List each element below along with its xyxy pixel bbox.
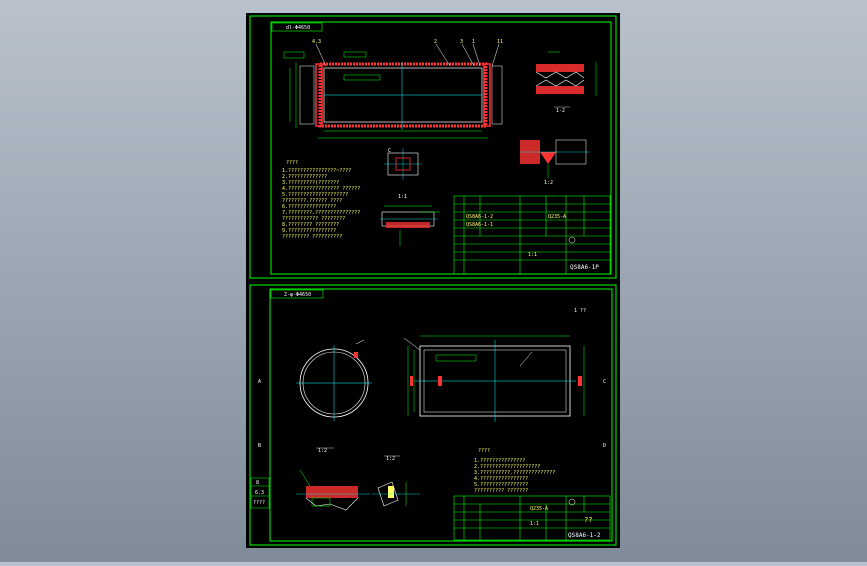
tech-line: 8.???????? ???????? — [282, 222, 339, 228]
zone-letter: A — [258, 379, 261, 385]
material-label: Q235-A — [548, 214, 566, 220]
sheet-2-material: Q235-A — [530, 506, 548, 512]
zone-letter: B — [258, 443, 261, 449]
callout-2: 2 — [434, 39, 437, 45]
sheet-1-title-block — [453, 195, 611, 275]
sheet-2-detail-label-1: 1:2 — [318, 448, 327, 454]
scale-label: 1:1 — [528, 252, 537, 258]
tech-line: 5.???????????????????? — [282, 192, 348, 198]
sheet-1-header-box — [271, 22, 323, 32]
tech-line: ????????? ?????????? — [282, 234, 342, 240]
callout-1: 1 — [472, 39, 475, 45]
detail-c-letter: C — [388, 148, 391, 154]
tech-line: 7.????????.??????????????? — [282, 210, 360, 216]
sheet-2-outer-frame — [249, 284, 617, 546]
shell-side-view — [403, 335, 585, 422]
sheet-1: dl-Φ4650 4.3 2 — [249, 15, 617, 279]
left-number: 8 — [256, 480, 259, 486]
tech-line: 4.???????????????? — [474, 476, 528, 482]
tech-line: 4.????????????????? ?????? — [282, 186, 360, 192]
detail-c-view: C 1:1 — [384, 148, 422, 200]
callout-4-3: 4.3 — [312, 39, 321, 45]
detail-label-2: 1:2 — [544, 180, 553, 186]
sheet-2-header-label: Z-φ-Φ4650 — [284, 292, 311, 298]
tech-line: 3.??????????.?????????????? — [474, 470, 555, 476]
zone-letter: C — [603, 379, 606, 385]
sheet-1-outer-frame — [249, 15, 617, 279]
sheet-2-tech-notes: ???? 1.??????????????? 2.???????????????… — [474, 448, 555, 494]
part-code-row-1: QS8A6-1-2 — [466, 214, 493, 220]
drawing-area — [246, 13, 620, 548]
sheet-2-inner-frame — [269, 288, 613, 542]
zone-letter: D — [603, 443, 606, 449]
tech-line: 1.??????????????? — [474, 458, 525, 464]
tech-line: ????????.?????? ???? — [282, 198, 342, 204]
detail-label-3: 1:1 — [398, 194, 407, 200]
tech-line: 3.?????????(??????? — [282, 180, 339, 186]
sheet-2-detail-label-2: 1:2 — [386, 456, 395, 462]
tech-line: 6.???????????????? — [282, 204, 336, 210]
sheet-2-part-name: ?? — [584, 516, 592, 524]
sheet-2: Z-φ-Φ4650 A B C D 1 ?? — [249, 284, 617, 546]
sheet-1-drawing-code: QS8A6-1P — [570, 264, 599, 271]
sheet-2-left-table — [250, 477, 270, 509]
top-right-note: 1 ?? — [574, 308, 586, 314]
sheet-1-tech-notes: ???? 1.????????????????~???? 2.?????????… — [282, 160, 360, 240]
detail-weld-middle-right: 1:2 — [520, 139, 590, 186]
shell-end-view — [296, 339, 372, 421]
tech-line: 1.????????????????~???? — [282, 168, 351, 174]
detail-weld-top-right: 1-2 — [535, 51, 597, 114]
tech-line: 5.???????????????? — [474, 482, 528, 488]
company-logo-icon — [568, 236, 576, 244]
left-number: ???? — [253, 500, 265, 506]
part-code-row-2: QS8A6-1-1 — [466, 222, 493, 228]
sheet-1-inner-frame — [270, 21, 612, 275]
tech-line: ???????????? ???????? — [282, 216, 345, 222]
left-number: 6.3 — [255, 490, 264, 496]
sheet-2-detail-2: 1:2 — [372, 455, 420, 507]
sheet-2-title-block — [453, 495, 611, 541]
sheet-1-tech-title: ???? — [286, 160, 298, 166]
sheet-1-header-label: dl-Φ4650 — [286, 25, 310, 31]
tech-line: 2.????????????? — [282, 174, 327, 180]
tech-line: ?????????? ??????? — [474, 488, 528, 494]
detail-label-1: 1-2 — [556, 108, 565, 114]
sheet-2-drawing-code: QS8A6-1-2 — [568, 532, 601, 539]
sheet-2-tech-title: ???? — [478, 448, 490, 454]
tech-line: 9.???????????????? — [282, 228, 336, 234]
sheet-2-scale: 1:1 — [530, 521, 539, 527]
sheet-2-header-box — [270, 289, 324, 299]
company-logo-icon — [568, 498, 576, 506]
vessel-section-view: 4.3 2 3 1 11 — [283, 39, 503, 139]
detail-bottom-part — [380, 205, 440, 246]
callout-3: 3 — [460, 39, 463, 45]
callout-11: 11 — [497, 39, 503, 45]
tech-line: 2.???????????????????? — [474, 464, 540, 470]
sheet-2-detail-1: 1:2 — [296, 447, 370, 511]
